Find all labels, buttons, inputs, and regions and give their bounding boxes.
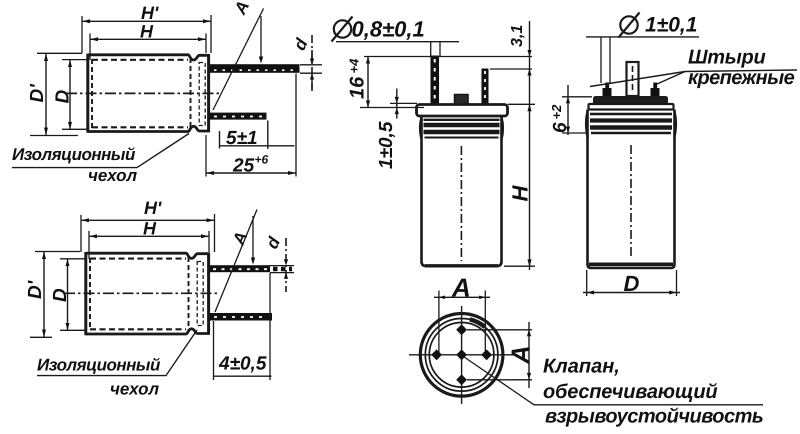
svg-text:3,1: 3,1 [509,25,526,47]
svg-text:4±0,5: 4±0,5 [218,354,267,375]
svg-text:H: H [140,21,154,41]
svg-text:взрывоустойчивость: взрывоустойчивость [545,406,763,428]
svg-text:H': H' [141,3,159,23]
svg-text:H': H' [144,198,162,218]
svg-text:25: 25 [232,156,255,177]
svg-text:D: D [50,288,71,302]
svg-text:A: A [229,229,252,248]
svg-text:1±0,1: 1±0,1 [645,14,697,37]
svg-text:D: D [53,90,74,104]
svg-text:H: H [143,219,157,239]
svg-text:чехол: чехол [88,166,138,185]
svg-text:5±1: 5±1 [226,128,258,149]
svg-text:чехол: чехол [110,380,160,399]
svg-text:крепежные: крепежные [688,67,795,89]
svg-text:6: 6 [550,122,571,133]
svg-text:0,8±0,1: 0,8±0,1 [352,17,425,42]
svg-text:H: H [508,185,533,202]
svg-text:+4: +4 [347,58,362,74]
svg-text:+6: +6 [255,153,269,167]
svg-text:обеспечивающий: обеспечивающий [543,381,717,403]
svg-text:16: 16 [347,76,369,99]
svg-text:D: D [624,271,640,296]
svg-text:1±0,5: 1±0,5 [376,121,397,169]
svg-text:Изоляционный: Изоляционный [37,356,161,375]
svg-text:D': D' [25,279,46,299]
svg-text:A: A [451,273,471,303]
svg-text:Штыри: Штыри [688,47,765,69]
svg-text:D': D' [27,83,48,103]
svg-text:Изоляционный: Изоляционный [12,145,136,164]
svg-text:A: A [506,345,536,365]
svg-text:Клапан,: Клапан, [543,356,620,378]
svg-text:+2: +2 [549,104,564,120]
